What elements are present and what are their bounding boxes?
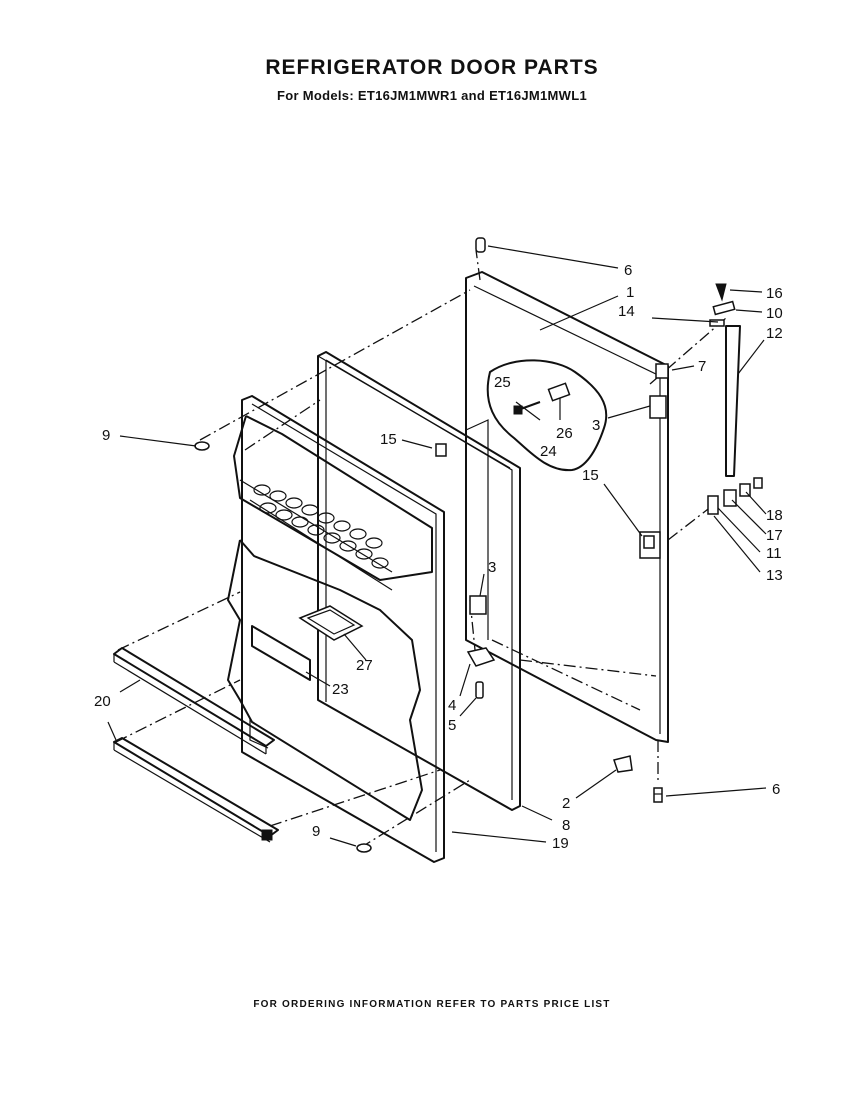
callout-26: 26	[556, 425, 573, 442]
callout-9-upper: 9	[102, 427, 110, 444]
callout-11: 11	[766, 545, 782, 562]
screw-25-26	[513, 382, 571, 415]
callout-15-left: 15	[380, 431, 397, 448]
leader-lines	[107, 245, 767, 847]
page-title: REFRIGERATOR DOOR PARTS	[265, 56, 599, 79]
door-gasket	[317, 351, 521, 811]
door-shelf-lower	[113, 737, 279, 843]
callout-24: 24	[540, 443, 557, 460]
callout-13: 13	[766, 567, 783, 584]
hardware-parts	[194, 237, 763, 853]
callout-14: 14	[618, 303, 635, 320]
assembly-lines	[115, 249, 727, 849]
callout-18: 18	[766, 507, 783, 524]
callout-27: 27	[356, 657, 373, 674]
callout-1: 1	[626, 284, 634, 301]
callout-16: 16	[766, 285, 783, 302]
callout-8: 8	[562, 817, 570, 834]
callout-3-lower: 3	[488, 559, 496, 576]
callout-20: 20	[94, 693, 111, 710]
callout-6-bottom: 6	[772, 781, 780, 798]
callout-25: 25	[494, 374, 511, 391]
insulation-cutaway	[486, 359, 608, 472]
callout-2: 2	[562, 795, 570, 812]
callout-19: 19	[552, 835, 569, 852]
callout-6-top: 6	[624, 262, 632, 279]
door-liner	[227, 395, 445, 863]
model-subtitle: For Models: ET16JM1MWR1 and ET16JM1MWL1	[276, 88, 588, 103]
callout-17: 17	[766, 527, 783, 544]
ordering-note: FOR ORDERING INFORMATION REFER TO PARTS …	[253, 999, 611, 1010]
callout-12: 12	[766, 325, 783, 342]
callout-9-lower: 9	[312, 823, 320, 840]
egg-holders	[253, 484, 389, 569]
butter-compartment	[298, 605, 364, 641]
callout-10: 10	[766, 305, 783, 322]
callout-4: 4	[448, 697, 456, 714]
callout-3-upper: 3	[592, 417, 600, 434]
callout-5: 5	[448, 717, 456, 734]
callout-15-right: 15	[582, 467, 599, 484]
outer-door-panel	[465, 271, 669, 743]
callout-labels: 1 2 3 3 4 5 6 6 7 8 9 9 10 11 12 13 14 1…	[94, 262, 783, 852]
callout-23: 23	[332, 681, 349, 698]
callout-7: 7	[698, 358, 706, 375]
